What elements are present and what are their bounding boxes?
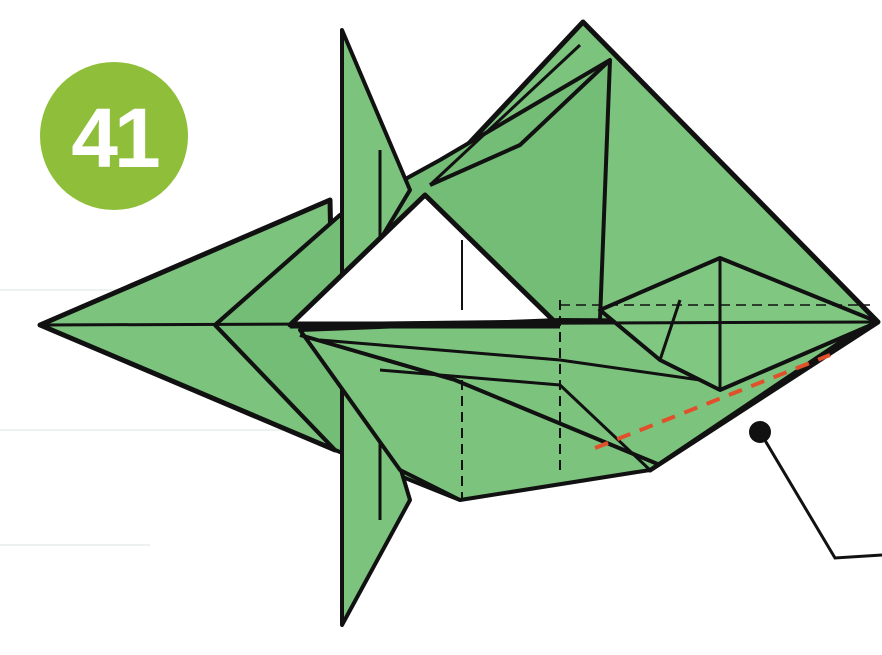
step-number-badge: 41 (40, 62, 188, 210)
pointer-leader (749, 421, 882, 558)
step-number: 41 (71, 96, 156, 180)
